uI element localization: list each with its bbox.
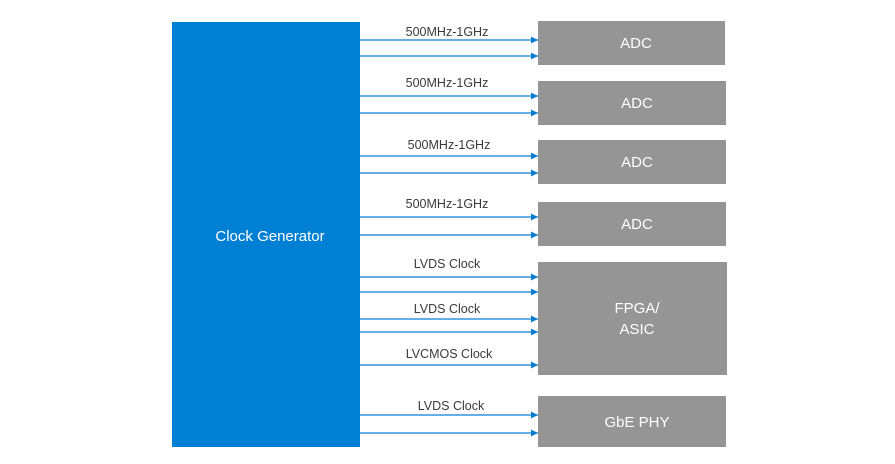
signal-label: 500MHz-1GHz — [408, 138, 491, 152]
target-label: ADC — [621, 154, 653, 171]
signal-1: 500MHz-1GHz — [360, 25, 538, 60]
target-label-line-1: FPGA/ — [614, 300, 660, 317]
target-block-gbe-phy: GbE PHY — [538, 396, 726, 447]
target-label-line-2: ASIC — [619, 321, 654, 338]
target-block-fpga-asic: FPGA/ ASIC — [538, 262, 727, 375]
clock-generator-label: Clock Generator — [215, 228, 324, 245]
target-block-adc-3: ADC — [538, 140, 726, 184]
signal-2: 500MHz-1GHz — [360, 76, 538, 117]
signal-label: LVDS Clock — [414, 302, 481, 316]
signal-label: 500MHz-1GHz — [406, 76, 489, 90]
signal-label: LVDS Clock — [414, 257, 481, 271]
target-block-adc-2: ADC — [538, 81, 726, 125]
target-label: ADC — [621, 216, 653, 233]
signal-label: LVDS Clock — [418, 399, 485, 413]
signal-label: 500MHz-1GHz — [406, 197, 489, 211]
signal-8: LVDS Clock — [360, 399, 538, 437]
signal-label: 500MHz-1GHz — [406, 25, 489, 39]
target-label: ADC — [620, 35, 652, 52]
signal-6: LVDS Clock — [360, 302, 538, 336]
clock-generator-block — [172, 22, 360, 447]
signal-3: 500MHz-1GHz — [360, 138, 538, 177]
signal-5: LVDS Clock — [360, 257, 538, 296]
target-label: ADC — [621, 95, 653, 112]
signal-7: LVCMOS Clock — [360, 347, 538, 369]
target-block-adc-4: ADC — [538, 202, 726, 246]
target-block-adc-1: ADC — [538, 21, 725, 65]
signal-4: 500MHz-1GHz — [360, 197, 538, 239]
signal-label: LVCMOS Clock — [406, 347, 493, 361]
target-label: GbE PHY — [604, 414, 669, 431]
